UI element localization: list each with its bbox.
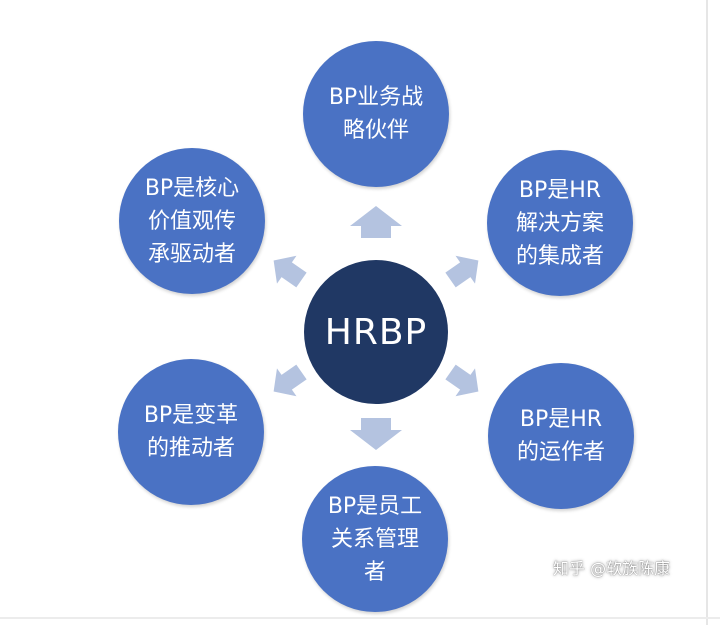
node-label: BP是员工 关系管理 者	[327, 493, 423, 585]
arrow-to-lower-left	[273, 364, 307, 397]
watermark: 知乎 @软族陈康	[553, 559, 671, 578]
arrow-to-top	[350, 206, 402, 238]
arrow-to-upper-left	[273, 255, 307, 288]
node-label: BP是HR 解决方案 的集成者	[515, 177, 604, 269]
arrow-to-upper-right	[445, 255, 479, 288]
node-change-driver: BP是变革 的推动者	[118, 359, 264, 505]
center-hub: HRBP	[304, 260, 448, 404]
arrow-to-lower-right	[445, 364, 479, 397]
node-strategic-partner: BP业务战 略伙伴	[303, 41, 449, 187]
node-employee-relations: BP是员工 关系管理 者	[302, 466, 448, 612]
frame-border-right	[706, 0, 708, 625]
node-label: BP是HR 的运作者	[516, 407, 605, 465]
node-hr-operator: BP是HR 的运作者	[488, 363, 634, 509]
center-label: HRBP	[324, 311, 428, 353]
node-solution-integrator: BP是HR 解决方案 的集成者	[487, 150, 633, 296]
node-label: BP是变革 的推动者	[143, 403, 239, 461]
node-label: BP是核心 价值观传 承驱动者	[144, 175, 240, 267]
arrow-to-bottom	[350, 418, 402, 450]
node-label: BP业务战 略伙伴	[328, 85, 424, 143]
node-core-values: BP是核心 价值观传 承驱动者	[119, 148, 265, 294]
frame-border-bottom	[0, 617, 720, 619]
